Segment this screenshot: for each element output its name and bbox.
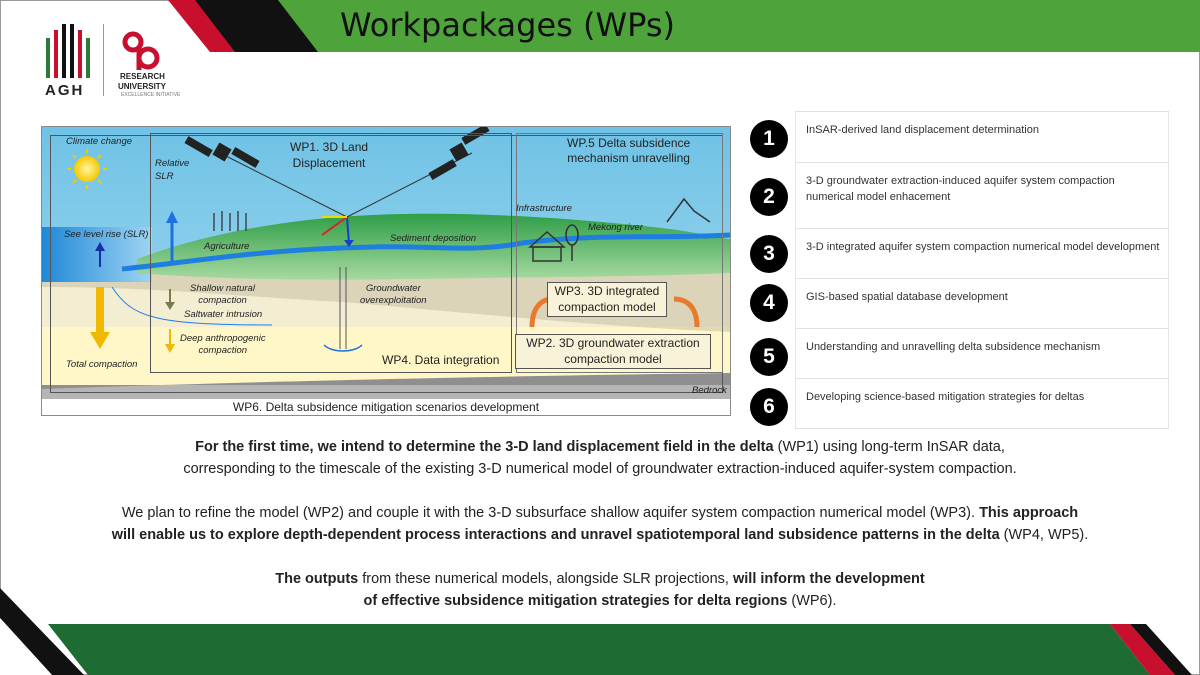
wp-description: Developing science-based mitigation stra… <box>806 391 1085 403</box>
number-badge: 3 <box>750 235 788 273</box>
university-text: UNIVERSITY <box>118 82 167 91</box>
p1-bold: For the first time, we intend to determi… <box>195 439 774 455</box>
wp-description: Understanding and unravelling delta subs… <box>806 341 1101 353</box>
label-wp4: WP4. Data integration <box>382 353 500 367</box>
wp-description: InSAR-derived land displacement determin… <box>806 124 1039 136</box>
paragraph-3: The outputs from these numerical models,… <box>40 568 1160 612</box>
p2-bold1: This approach <box>979 505 1079 521</box>
table-row: GIS-based spatial database development <box>795 279 1169 329</box>
number-badge: 1 <box>750 120 788 158</box>
wp-description: GIS-based spatial database development <box>806 291 1008 303</box>
agh-logo-text: AGH <box>45 82 85 99</box>
research-university-logo-icon <box>122 31 160 70</box>
label-wp1: WP1. 3D Land Displacement <box>290 140 369 170</box>
number-badge: 5 <box>750 338 788 376</box>
number-badge: 6 <box>750 388 788 426</box>
table-row: InSAR-derived land displacement determin… <box>795 112 1169 163</box>
label-shallow-compaction: Shallow natural compaction <box>190 283 255 306</box>
delta-diagram: Climate change Relative SLR WP1. 3D Land… <box>41 126 731 416</box>
wp2-box: WP2. 3D groundwater extraction compactio… <box>515 334 711 369</box>
footer-bar <box>0 588 1192 675</box>
page-title: Workpackages (WPs) <box>340 6 675 44</box>
label-deep-compaction: Deep anthropogenic compaction <box>180 333 266 356</box>
agh-logo-icon <box>46 24 90 78</box>
excellence-text: EXCELLENCE INITIATIVE <box>121 92 181 98</box>
table-row: 3-D integrated aquifer system compaction… <box>795 229 1169 279</box>
number-badge: 2 <box>750 178 788 216</box>
p3-bold3: of effective subsidence mitigation strat… <box>363 593 788 609</box>
table-row: 3-D groundwater extraction-induced aquif… <box>795 163 1169 229</box>
label-saltwater-intrusion: Saltwater intrusion <box>184 309 263 320</box>
label-sea-level-rise: See level rise (SLR) <box>64 229 149 240</box>
label-relative-slr: Relative SLR <box>155 158 190 182</box>
p3-bold1: The outputs <box>275 571 359 587</box>
label-groundwater-overexploitation: Groundwater overexploitation <box>360 283 427 306</box>
p1-line2: corresponding to the timescale of the ex… <box>183 461 1017 477</box>
p2-plain: We plan to refine the model (WP2) and co… <box>121 505 980 521</box>
wp4-frame <box>150 133 512 373</box>
paragraph-1: For the first time, we intend to determi… <box>40 436 1160 480</box>
p3-bold2: will inform the development <box>732 571 925 587</box>
p1-rest: (WP1) using long-term InSAR data, <box>773 439 1005 455</box>
wp5-frame <box>516 133 723 373</box>
wp-description: 3-D groundwater extraction-induced aquif… <box>806 175 1115 203</box>
label-mekong-river: Mekong river <box>588 222 643 233</box>
number-badge: 4 <box>750 284 788 322</box>
label-sediment-deposition: Sediment deposition <box>390 233 477 244</box>
label-wp6: WP6. Delta subsidence mitigation scenari… <box>42 399 730 415</box>
paragraph-2: We plan to refine the model (WP2) and co… <box>40 502 1160 546</box>
table-row: Developing science-based mitigation stra… <box>795 379 1169 429</box>
logo-divider <box>103 24 104 96</box>
p3-rest: (WP6). <box>787 593 837 609</box>
p2-bold2: will enable us to explore depth-dependen… <box>111 527 1000 543</box>
research-text: RESEARCH <box>120 72 165 81</box>
p2-rest: (WP4, WP5). <box>999 527 1089 543</box>
label-infrastructure: Infrastructure <box>516 203 572 214</box>
wp3-box: WP3. 3D integrated compaction model <box>547 282 667 317</box>
workpackage-table: InSAR-derived land displacement determin… <box>795 111 1169 429</box>
table-row: Understanding and unravelling delta subs… <box>795 329 1169 379</box>
label-bedrock: Bedrock <box>692 385 727 396</box>
label-agriculture: Agriculture <box>204 241 250 252</box>
label-wp5: WP.5 Delta subsidence mechanism unravell… <box>567 136 691 165</box>
header-bar <box>168 0 1200 52</box>
label-total-compaction: Total compaction <box>66 359 138 370</box>
p3-plain1: from these numerical models, alongside S… <box>358 571 733 587</box>
wp-description: 3-D integrated aquifer system compaction… <box>806 241 1160 253</box>
label-climate-change: Climate change <box>66 136 133 147</box>
